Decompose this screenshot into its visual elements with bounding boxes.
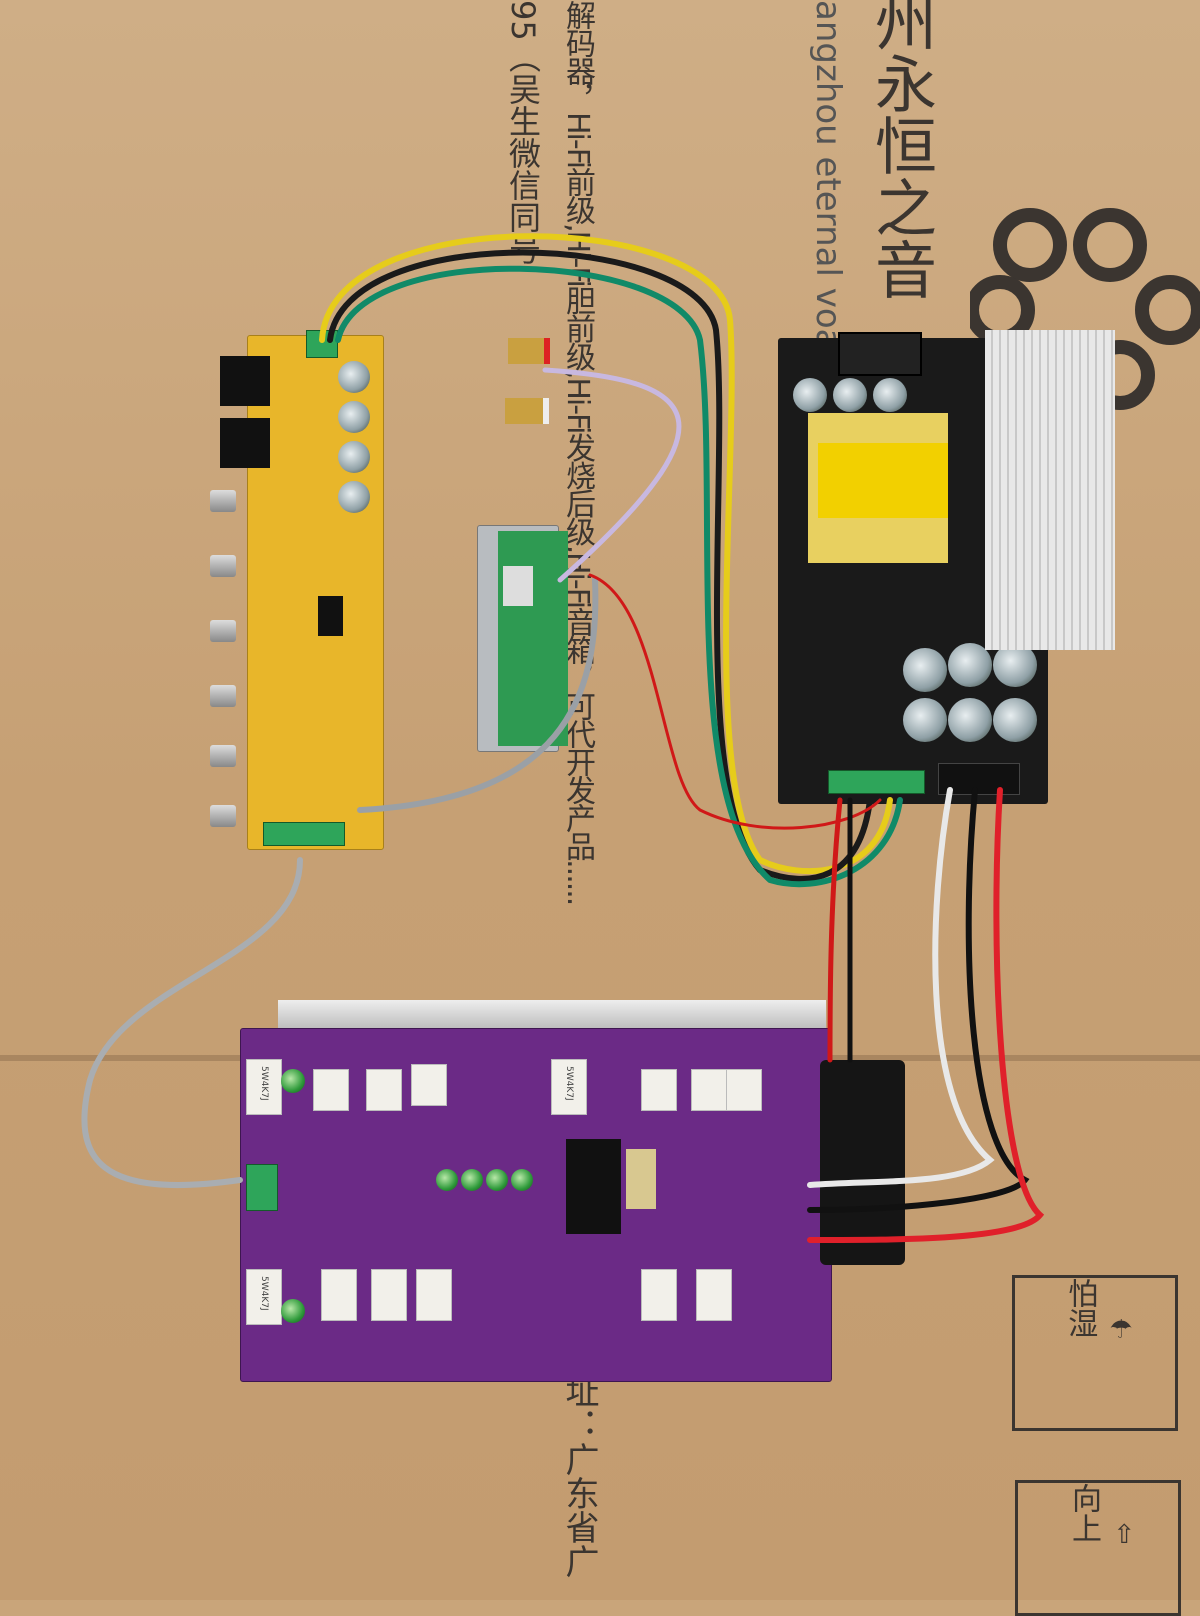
resistor-marking: 5W4K7J: [564, 1066, 574, 1101]
power-resistor: [726, 1069, 762, 1111]
power-resistor: 5W4K7J: [246, 1059, 282, 1115]
power-resistor: 5W4K7J: [246, 1269, 282, 1325]
capacitor: [903, 648, 947, 692]
jack-socket: [220, 418, 270, 468]
power-resistor: [416, 1269, 452, 1321]
potentiometer-knob: [210, 490, 236, 512]
power-resistor: [371, 1269, 407, 1321]
rca-jack-white: [505, 398, 549, 424]
power-resistor: [411, 1064, 447, 1106]
potentiometer-knob: [210, 745, 236, 767]
capacitor: [873, 378, 907, 412]
mp3-decoder-module: [477, 525, 568, 752]
capacitor: [903, 698, 947, 742]
dc-output-terminal: [828, 770, 925, 794]
power-resistor: [313, 1069, 349, 1111]
ac-input-terminal: [838, 332, 922, 376]
power-resistor: [321, 1269, 357, 1321]
capacitor: [948, 643, 992, 687]
wire-grey-audio: [357, 577, 599, 813]
keep-dry-label: 怕湿 ☂: [1012, 1275, 1178, 1431]
capacitor: [281, 1299, 305, 1323]
capacitor: [486, 1169, 508, 1191]
capacitor: [793, 378, 827, 412]
signal-input-terminal: [246, 1164, 278, 1211]
rca-jack-red: [508, 338, 550, 364]
this-side-up-text: 向上: [1065, 1483, 1101, 1543]
transformer-tape: [818, 443, 948, 518]
power-resistor: [641, 1269, 677, 1321]
wire-yellow: [319, 233, 893, 875]
wire-ribbon: [542, 367, 682, 583]
cardboard-print-contact: 95（吴生微信同号: [504, 0, 542, 265]
resistor-marking: 5W4K7J: [259, 1066, 269, 1101]
keep-dry-text: 怕湿: [1062, 1278, 1098, 1338]
power-resistor: 5W4K7J: [551, 1059, 587, 1115]
jack-socket: [220, 356, 270, 406]
wire-red-bt: [588, 573, 882, 830]
capacitor: [436, 1169, 458, 1191]
power-amplifier-board: 5W4K7J 5W4K7J 5W4K7J: [240, 1028, 832, 1382]
resistor-marking: 5W4K7J: [259, 1276, 269, 1311]
potentiometer-knob: [210, 805, 236, 827]
capacitor: [993, 698, 1037, 742]
protection-relay: [626, 1149, 656, 1209]
power-resistor: [641, 1069, 677, 1111]
wire-black: [327, 249, 873, 882]
capacitor: [338, 481, 370, 513]
capacitor: [948, 698, 992, 742]
capacitor: [281, 1069, 305, 1093]
preamp-tone-board: [220, 330, 384, 850]
wire-black-psu: [807, 787, 1030, 1213]
brand-logo: [970, 200, 1200, 430]
teardrop-logo-icon: [970, 208, 1200, 410]
transformer: [808, 413, 948, 563]
potentiometer-knob: [210, 555, 236, 577]
cardboard-print-products: 解码器，Hi-Fi前级,Hi-Fi胆前级,Hi-Fi发烧后级,Hi-Fi音箱，可…: [560, 0, 595, 905]
cooling-fan: [820, 1060, 905, 1265]
capacitor: [461, 1169, 483, 1191]
cardboard-brand-cn: 州永恒之音: [864, 0, 937, 300]
capacitor: [338, 401, 370, 433]
power-resistor: [696, 1269, 732, 1321]
speaker-terminal: [566, 1139, 621, 1234]
wire-grey-amp-input: [81, 857, 303, 1189]
wire-green: [335, 265, 903, 888]
capacitor: [833, 378, 867, 412]
potentiometer-knob: [210, 620, 236, 642]
capacitor: [338, 441, 370, 473]
wire-red-amp: [827, 797, 843, 1063]
capacitor: [511, 1169, 533, 1191]
usb-port: [503, 566, 533, 606]
wire-white-amp: [807, 787, 995, 1188]
capacitor: [993, 643, 1037, 687]
this-side-up-label: 向上 ⇧: [1015, 1480, 1181, 1616]
op-amp-chip: [318, 596, 343, 636]
amp-heatsink: [278, 1000, 826, 1030]
capacitor: [338, 361, 370, 393]
power-terminal: [263, 822, 345, 846]
power-resistor: [366, 1069, 402, 1111]
heatsink: [985, 330, 1115, 650]
wire-red-psu: [807, 787, 1045, 1243]
potentiometer-knob: [210, 685, 236, 707]
cardboard-brand-en: angzhou eternal voa: [808, 0, 848, 350]
